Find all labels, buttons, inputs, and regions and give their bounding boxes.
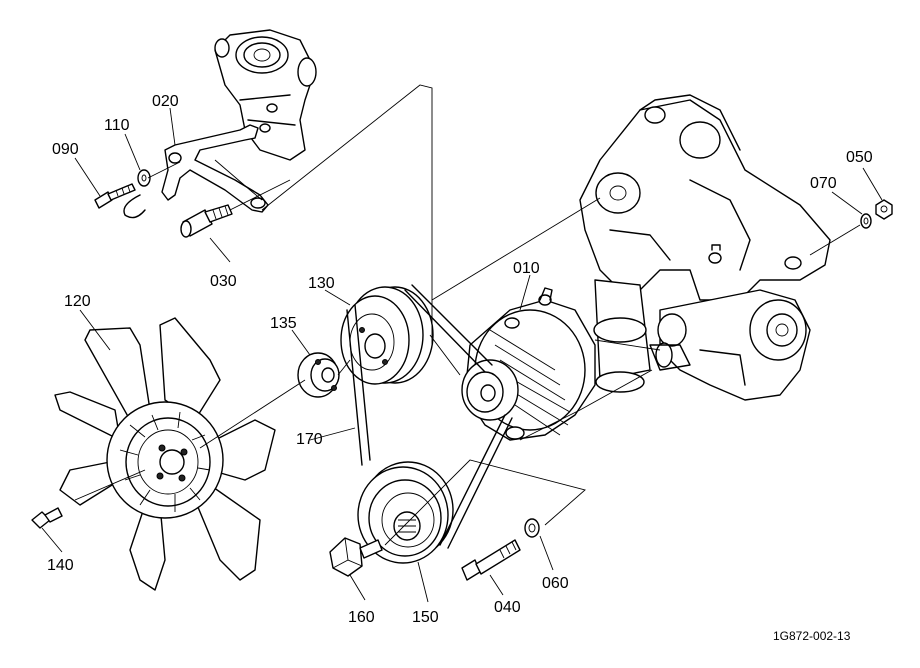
part-label-040: 040 (494, 599, 521, 616)
part-label-010: 010 (513, 260, 540, 277)
part-label-020: 020 (152, 93, 179, 110)
part-label-160: 160 (348, 609, 375, 626)
assembly-lines (74, 84, 861, 546)
part-label-130: 130 (308, 275, 335, 292)
part-label-120: 120 (64, 293, 91, 310)
alternator-bolt-drawing (461, 518, 540, 581)
diagram-reference-code: 1G872-002-13 (773, 629, 851, 643)
part-label-070: 070 (810, 175, 837, 192)
bolt-and-washer-drawing (94, 169, 151, 219)
part-label-050: 050 (846, 149, 873, 166)
nut-and-washer-drawing (860, 199, 893, 229)
v-belt-drawing (346, 284, 513, 549)
part-label-150: 150 (412, 609, 439, 626)
part-label-135: 135 (270, 315, 297, 332)
part-labels: 010 020 030 040 050 060 070 090 110 120 … (47, 93, 873, 643)
water-pump-pulley-drawing (340, 286, 434, 385)
part-label-140: 140 (47, 557, 74, 574)
engine-block-drawing (579, 94, 831, 401)
crank-pulley-bolt-drawing (329, 537, 383, 577)
fan-spacer-drawing (297, 352, 340, 398)
callout-leaders (41, 107, 883, 603)
bracket-bolt-drawing (180, 204, 233, 238)
fan-bolt-drawing (31, 507, 63, 529)
alternator-drawing (461, 287, 596, 441)
part-label-030: 030 (210, 273, 237, 290)
part-label-090: 090 (52, 141, 79, 158)
part-label-060: 060 (542, 575, 569, 592)
alternator-bracket-drawing (161, 124, 269, 213)
thermostat-housing-drawing (214, 29, 317, 161)
crankshaft-pulley-drawing (357, 461, 454, 564)
part-label-170: 170 (296, 431, 323, 448)
part-label-110: 110 (104, 117, 130, 134)
cooling-fan-drawing (54, 317, 276, 591)
